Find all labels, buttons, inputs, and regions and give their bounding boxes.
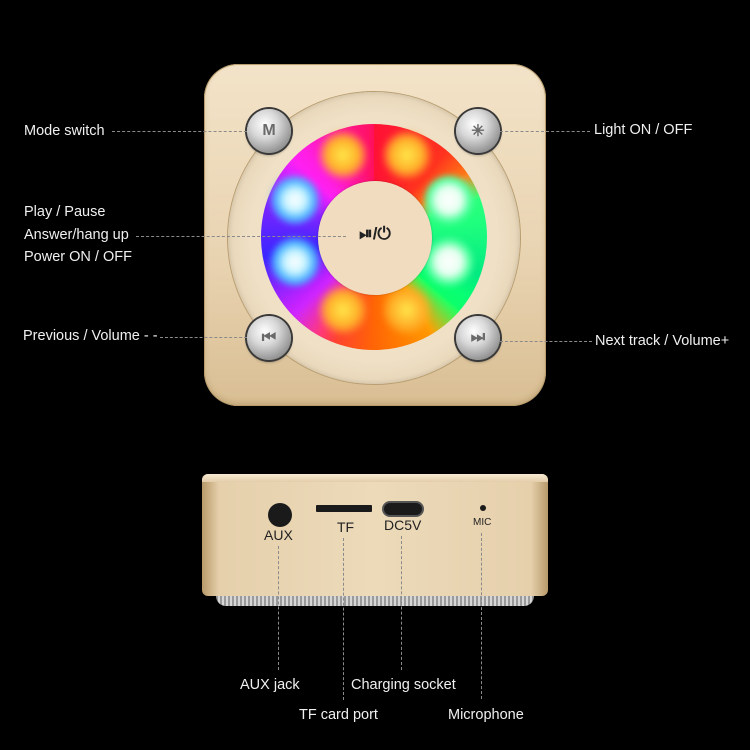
callout-microphone: Microphone bbox=[448, 707, 524, 723]
speaker-grille bbox=[216, 596, 534, 606]
callout-aux-jack: AUX jack bbox=[240, 677, 300, 693]
mic-hole bbox=[480, 505, 486, 511]
previous-volume-down-button[interactable]: ⏮ bbox=[247, 316, 291, 360]
previous-track-icon: ⏮ bbox=[261, 329, 277, 346]
callout-charging-socket: Charging socket bbox=[351, 677, 456, 693]
leader-line bbox=[500, 131, 590, 132]
callout-mode-switch: Mode switch bbox=[24, 123, 105, 139]
callout-next: Next track / Volume+ bbox=[595, 333, 730, 349]
micro-usb-port bbox=[384, 503, 422, 515]
callout-light: Light ON / OFF bbox=[594, 122, 693, 138]
leader-line bbox=[278, 546, 279, 670]
mode-m-icon: M bbox=[262, 122, 276, 139]
callout-power: Power ON / OFF bbox=[24, 249, 132, 265]
leader-line bbox=[401, 536, 402, 670]
play-pause-power-button[interactable] bbox=[318, 181, 432, 295]
aux-port-label: AUX bbox=[264, 527, 293, 543]
led-light bbox=[270, 175, 320, 225]
callout-previous: Previous / Volume - - bbox=[23, 328, 158, 344]
dc-port-label: DC5V bbox=[384, 517, 422, 533]
led-light bbox=[424, 237, 474, 287]
callout-tf-card-port: TF card port bbox=[299, 707, 378, 723]
play-pause-power-icon: ⏯/⏻ bbox=[359, 224, 391, 243]
leader-line bbox=[481, 533, 482, 699]
led-light bbox=[318, 285, 368, 335]
tf-port-label: TF bbox=[337, 519, 355, 535]
led-light bbox=[270, 237, 320, 287]
leader-line bbox=[112, 131, 247, 132]
tf-card-slot bbox=[316, 505, 372, 512]
mode-switch-button[interactable]: M bbox=[247, 109, 291, 153]
speaker-side-top-edge bbox=[202, 474, 548, 482]
next-track-icon: ⏭ bbox=[470, 329, 486, 346]
led-light bbox=[318, 130, 368, 180]
speaker-side-panel bbox=[202, 474, 548, 596]
leader-line bbox=[160, 337, 247, 338]
light-burst-icon: ✳ bbox=[471, 123, 485, 140]
mic-label: MIC bbox=[473, 517, 492, 528]
callout-answer: Answer/hang up bbox=[24, 227, 129, 243]
callout-play-pause: Play / Pause bbox=[24, 204, 106, 220]
aux-port bbox=[268, 503, 292, 527]
leader-line bbox=[136, 236, 346, 237]
led-light bbox=[382, 285, 432, 335]
leader-line bbox=[343, 538, 344, 700]
led-light bbox=[382, 130, 432, 180]
led-light bbox=[424, 175, 474, 225]
light-toggle-button[interactable]: ✳ bbox=[456, 109, 500, 153]
leader-line bbox=[500, 341, 592, 342]
next-volume-up-button[interactable]: ⏭ bbox=[456, 316, 500, 360]
